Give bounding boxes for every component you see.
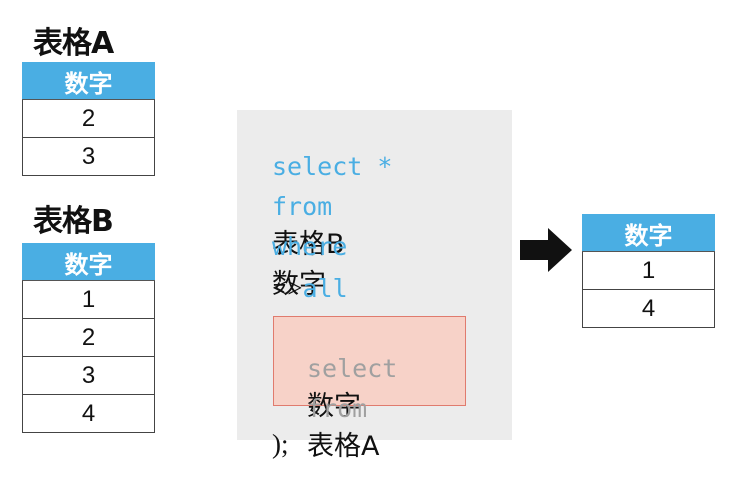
result-table: 数字 1 4 [582,214,715,328]
subquery-box: select 数字 from 表格A [273,316,466,462]
subquery-column-name: 数字 [307,391,361,422]
code-line-3: where 数字 [245,200,347,332]
subquery-line-2: from 表格A [280,362,379,494]
table-b-cell: 3 [22,356,155,395]
operator-not-equal: <> [272,273,303,303]
table-a: 数字 2 3 [22,62,155,176]
code-line-8: ); [245,398,289,491]
table-a-title: 表格A [33,26,114,61]
result-cell: 1 [582,251,715,290]
code-line-1: select * [245,120,392,213]
keyword-select: select * [272,152,393,181]
subquery-table-name: 表格A [307,431,380,462]
table-b-header: 数字 [22,243,155,281]
code-line-4: <>all [245,242,348,335]
table-b: 数字 1 2 3 4 [22,243,155,433]
result-cell: 4 [582,289,715,328]
table-b-cell: 2 [22,318,155,357]
arrow-right-icon [520,228,572,272]
result-header: 数字 [582,214,715,252]
table-b-cell: 4 [22,394,155,433]
table-b-cell: 1 [22,280,155,319]
keyword-all: all [302,274,348,303]
table-b-title: 表格B [33,204,114,239]
close-paren: ); [272,429,289,459]
subquery-line-1: select 数字 [280,322,397,454]
table-name-b: 表格B [272,229,345,260]
keyword-from: from [272,192,333,221]
subquery-keyword-from: from [307,394,368,423]
subquery-keyword-select: select [307,354,398,383]
table-a-cell: 2 [22,99,155,138]
table-a-cell: 3 [22,137,155,176]
column-name: 数字 [272,269,326,300]
code-line-2: from 表格B [245,160,345,292]
table-a-header: 数字 [22,62,155,100]
keyword-where: where [272,232,348,261]
